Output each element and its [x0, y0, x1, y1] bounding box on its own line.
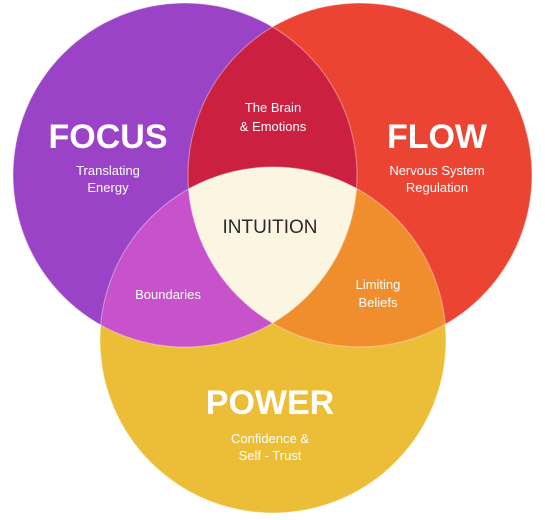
flow-subtitle-line2: Regulation	[406, 180, 468, 195]
brain-emotions-line2: & Emotions	[240, 119, 307, 134]
flow-title: FLOW	[387, 118, 488, 156]
power-outline	[99, 166, 447, 514]
boundaries-label: Boundaries	[135, 287, 201, 302]
focus-subtitle-line1: Translating	[76, 163, 140, 178]
brain-emotions-line1: The Brain	[245, 100, 301, 115]
limiting-beliefs-line1: Limiting	[356, 277, 401, 292]
power-subtitle-line2: Self - Trust	[239, 448, 302, 463]
focus-subtitle-line2: Energy	[87, 180, 129, 195]
power-subtitle-line1: Confidence &	[231, 431, 309, 446]
flow-outline	[187, 2, 533, 348]
intuition-center	[188, 167, 357, 347]
focus-title: FOCUS	[49, 118, 168, 156]
flow-subtitle-line1: Nervous System	[389, 163, 484, 178]
limiting-beliefs-line2: Beliefs	[358, 295, 398, 310]
power-title: POWER	[206, 384, 334, 422]
focus-outline	[12, 2, 358, 348]
intuition-label: INTUITION	[223, 217, 318, 238]
